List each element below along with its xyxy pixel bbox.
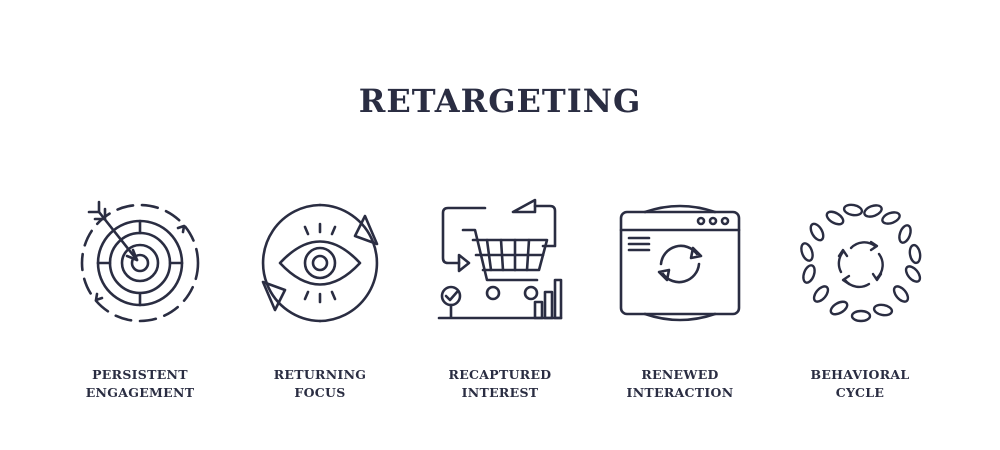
item-label-line1: PERSISTENT (92, 367, 188, 382)
item-label-line2: INTEREST (461, 385, 539, 400)
item-label-line2: INTERACTION (626, 385, 734, 400)
item-label-line1: RENEWED (641, 367, 719, 382)
item-label-line1: BEHAVIORAL (810, 367, 910, 382)
footsteps-cycle-icon (795, 198, 925, 328)
item-label-line1: RETURNING (273, 367, 367, 382)
item-recaptured-interest: RECAPTURED INTEREST (410, 198, 590, 400)
page-title: RETARGETING (358, 82, 642, 120)
item-label-line1: RECAPTURED (448, 367, 552, 382)
cart-return-icon (435, 198, 565, 328)
item-behavioral-cycle: BEHAVIORAL CYCLE (770, 198, 950, 400)
item-label-line2: FOCUS (294, 385, 346, 400)
item-returning-focus: RETURNING FOCUS (230, 198, 410, 400)
item-persistent-engagement: PERSISTENT ENGAGEMENT (50, 198, 230, 400)
item-renewed-interaction: RENEWED INTERACTION (590, 198, 770, 400)
item-label-line2: ENGAGEMENT (85, 385, 195, 400)
target-cycle-icon (75, 198, 205, 328)
item-label-line2: CYCLE (835, 385, 885, 400)
browser-refresh-icon (615, 198, 745, 328)
eye-cycle-icon (255, 198, 385, 328)
